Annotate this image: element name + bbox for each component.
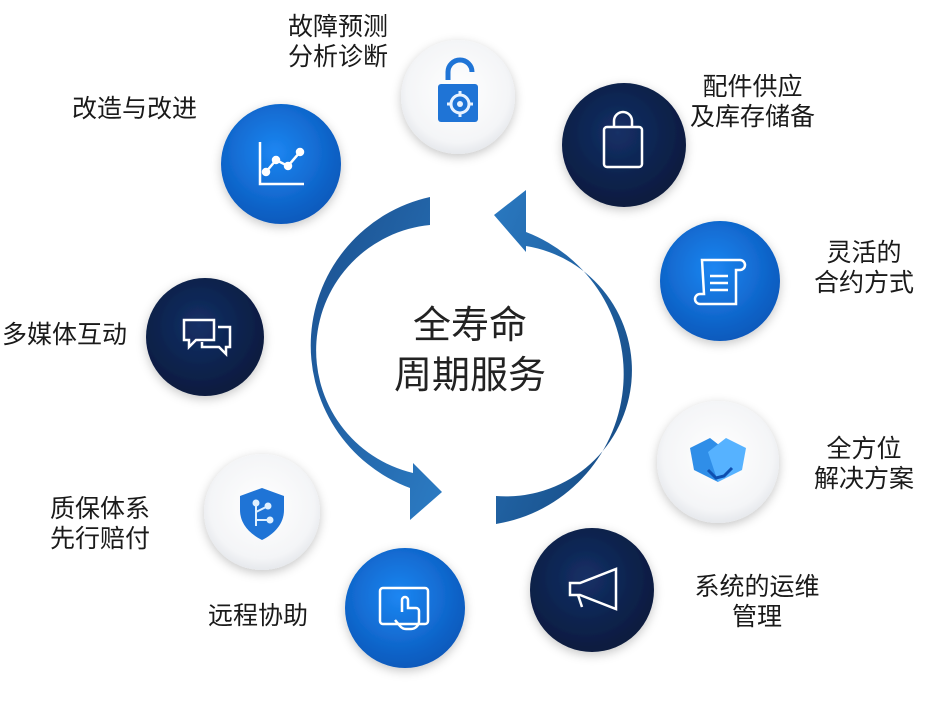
right-cycle-arrow	[494, 190, 632, 524]
chat-bubbles-icon	[182, 318, 232, 358]
shield-circuit-icon	[240, 488, 284, 540]
label-warranty: 质保体系 先行赔付	[50, 494, 151, 553]
node-improvement	[221, 104, 341, 224]
label-remote-assist: 远程协助	[208, 601, 309, 630]
left-cycle-arrow	[310, 197, 442, 520]
service-nodes	[146, 40, 780, 668]
unlock-gear-icon	[438, 57, 478, 122]
label-multimedia: 多媒体互动	[2, 320, 128, 349]
line-chart-icon	[258, 142, 305, 186]
shopping-bag-icon	[602, 110, 644, 169]
label-improvement: 改造与改进	[72, 94, 198, 123]
megaphone-icon	[568, 567, 618, 611]
node-full-solution	[657, 401, 779, 523]
label-full-solution: 全方位 解决方案	[814, 434, 915, 493]
center-title-line2: 周期服务	[393, 353, 546, 397]
label-fault-prediction: 故障预测 分析诊断	[288, 12, 389, 71]
label-system-maintenance: 系统的运维 管理	[694, 572, 820, 631]
center-title-line1: 全寿命	[412, 303, 527, 347]
cycle-arrows	[310, 190, 632, 524]
handshake-icon	[690, 438, 746, 482]
label-parts-supply: 配件供应 及库存储备	[690, 72, 816, 131]
node-system-maintenance	[530, 528, 654, 652]
node-parts-supply	[562, 83, 686, 207]
scroll-document-icon	[693, 258, 747, 306]
node-remote-assist	[345, 548, 465, 668]
node-flexible-contract	[660, 221, 780, 341]
node-multimedia	[146, 278, 264, 396]
node-fault-prediction	[401, 40, 515, 154]
touch-screen-icon	[378, 586, 430, 631]
label-flexible-contract: 灵活的 合约方式	[814, 238, 915, 297]
node-warranty	[204, 454, 320, 570]
center-title: 全寿命 周期服务	[360, 300, 580, 400]
